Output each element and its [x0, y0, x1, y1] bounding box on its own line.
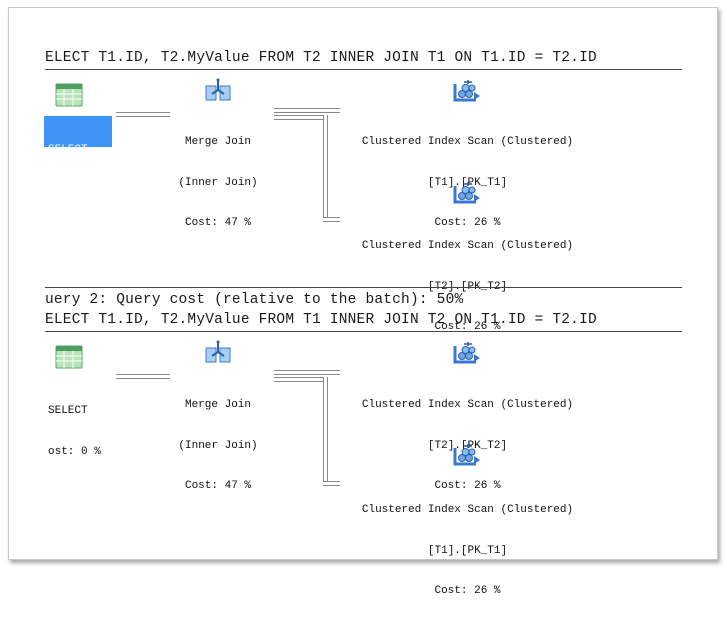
clustered-index-scan-icon[interactable] — [452, 340, 482, 366]
connector-arrow — [274, 370, 340, 375]
index-scan-object: [T1].[PK_T1] — [427, 544, 508, 557]
connector-arrow — [116, 112, 170, 117]
merge-join-node[interactable]: Merge Join (Inner Join) Cost: 47 % — [168, 109, 268, 258]
connector-arrow — [116, 374, 170, 379]
index-scan-node[interactable]: Clustered Index Scan (Clustered) [T1].[P… — [340, 109, 595, 258]
index-scan-cost: Cost: 26 % — [434, 480, 501, 492]
select-table-icon[interactable] — [55, 345, 83, 369]
merge-join-cost: Cost: 47 % — [184, 480, 251, 492]
index-scan-label: Clustered Index Scan (Clustered) — [361, 136, 574, 148]
index-scan-node[interactable]: Clustered Index Scan (Clustered) [T2].[P… — [340, 372, 595, 521]
query-sql-text: ELECT T1.ID, T2.MyValue FROM T2 INNER JO… — [45, 50, 597, 66]
index-scan-label: Clustered Index Scan (Clustered) — [361, 399, 574, 411]
merge-join-icon[interactable] — [204, 78, 232, 102]
index-scan-node[interactable]: Clustered Index Scan (Clustered) [T1].[P… — [340, 477, 595, 626]
merge-join-label: Merge Join — [184, 399, 251, 411]
index-scan-cost: Cost: 26 % — [434, 585, 501, 597]
merge-join-label: Merge Join — [184, 136, 251, 148]
select-label: SELECT — [48, 405, 88, 417]
select-label: SELECT — [48, 144, 88, 156]
merge-join-type: (Inner Join) — [178, 439, 258, 452]
connector-arrow — [274, 377, 328, 382]
merge-join-type: (Inner Join) — [178, 176, 258, 189]
divider — [45, 287, 682, 288]
index-scan-label: Clustered Index Scan (Clustered) — [361, 504, 574, 516]
index-scan-cost: Cost: 26 % — [434, 217, 501, 229]
connector-arrow — [274, 115, 328, 120]
clustered-index-scan-icon[interactable] — [452, 180, 482, 206]
select-cost: ost: 0 % — [48, 445, 101, 458]
index-scan-node[interactable]: Clustered Index Scan (Clustered) [T2].[P… — [340, 213, 595, 362]
select-node[interactable]: SELECT ost: 0 % — [44, 378, 112, 486]
divider — [45, 69, 682, 70]
execution-plan-panel — [8, 7, 718, 560]
connector-line — [323, 377, 328, 484]
connector-line — [323, 115, 328, 220]
query-sql-text: ELECT T1.ID, T2.MyValue FROM T1 INNER JO… — [45, 312, 597, 328]
select-cost: ost: 0 % — [48, 184, 101, 197]
connector-arrow — [323, 217, 340, 222]
index-scan-label: Clustered Index Scan (Clustered) — [361, 240, 574, 252]
select-table-icon[interactable] — [55, 83, 83, 107]
clustered-index-scan-icon[interactable] — [452, 442, 482, 468]
query-cost-header: uery 2: Query cost (relative to the batc… — [45, 292, 464, 308]
connector-arrow — [274, 108, 340, 113]
connector-arrow — [323, 481, 340, 486]
divider — [45, 331, 682, 332]
index-scan-object: [T2].[PK_T2] — [427, 280, 508, 293]
index-scan-cost: Cost: 26 % — [434, 321, 501, 333]
merge-join-icon[interactable] — [204, 340, 232, 364]
merge-join-node[interactable]: Merge Join (Inner Join) Cost: 47 % — [168, 372, 268, 521]
select-node[interactable]: SELECT ost: 0 % — [44, 116, 112, 197]
merge-join-cost: Cost: 47 % — [184, 217, 251, 229]
clustered-index-scan-icon[interactable] — [452, 78, 482, 104]
